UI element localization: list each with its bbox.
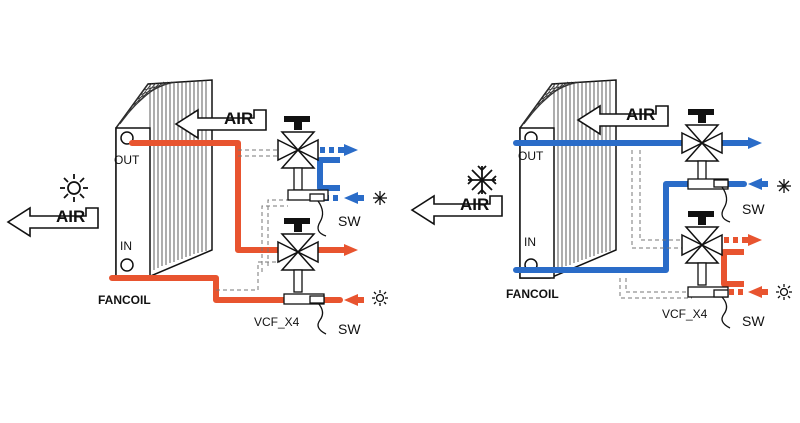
- air-label: AIR: [224, 109, 253, 128]
- bypass-lines: [216, 149, 288, 291]
- snowflake-icon: [373, 191, 387, 205]
- air-label: AIR: [626, 105, 655, 124]
- out-label: OUT: [518, 149, 544, 163]
- valve-bottom-heating: [277, 217, 325, 305]
- snowflake-icon: [467, 165, 497, 195]
- sw-wires: [713, 179, 731, 329]
- sw-label: SW: [338, 321, 361, 337]
- sw-label: SW: [742, 201, 765, 217]
- sw-wires: [309, 193, 327, 335]
- valve-top-cooling: [681, 108, 729, 190]
- in-label: IN: [120, 239, 132, 253]
- air-label: AIR: [460, 195, 489, 214]
- fancoil-label: FANCOIL: [506, 287, 559, 301]
- cooling-panel: AIR AIR OUT IN FANCOIL VCF_X4 SW SW: [411, 79, 792, 329]
- valve-label: VCF_X4: [662, 307, 708, 321]
- sun-icon: [372, 290, 388, 306]
- sw-label: SW: [338, 213, 361, 229]
- fancoil-label: FANCOIL: [98, 293, 151, 307]
- sun-icon: [776, 284, 792, 300]
- out-label: OUT: [114, 153, 140, 167]
- in-connector: [120, 258, 134, 272]
- sw-label: SW: [742, 313, 765, 329]
- in-label: IN: [524, 235, 536, 249]
- hot-pipes-idle: [720, 237, 744, 295]
- valve-label: VCF_X4: [254, 315, 300, 329]
- flow-arrows-cooling: [742, 137, 768, 298]
- flow-arrows-heating: [338, 144, 364, 306]
- bypass-lines: [619, 150, 692, 299]
- valve-top-heating: [277, 115, 329, 201]
- air-label: AIR: [56, 207, 85, 226]
- heating-panel: AIR AIR OUT IN FANCOIL VCF_X4 SW SW: [7, 79, 388, 337]
- sun-icon: [60, 174, 88, 202]
- snowflake-icon: [777, 179, 791, 193]
